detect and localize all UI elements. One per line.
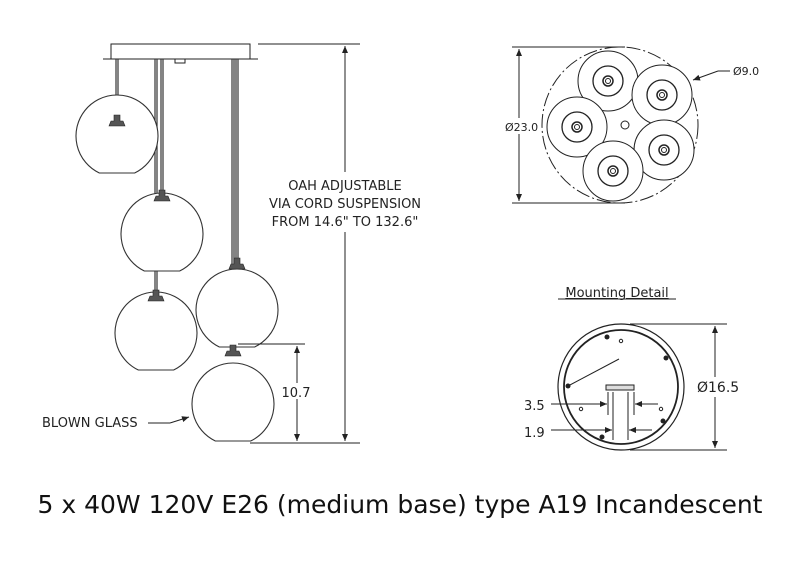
socket: [147, 289, 165, 302]
globe-height-dim: 10.7: [282, 386, 311, 401]
socket: [153, 189, 171, 202]
glass-label: BLOWN GLASS: [42, 416, 138, 431]
socket: [228, 257, 246, 270]
socket: [224, 344, 242, 357]
mount-diameter: Ø16.5: [697, 380, 739, 396]
globe-diameter: Ø9.0: [733, 65, 759, 78]
glass-globe: [75, 94, 159, 174]
glass-globe: [120, 189, 204, 272]
mounting-title: Mounting Detail: [565, 286, 668, 301]
mounting-detail: Mounting Detail 3.5 1.9 Ø16.5: [524, 286, 743, 451]
globe-top: [582, 140, 644, 202]
socket: [108, 114, 126, 127]
side-view: OAH ADJUSTABLE VIA CORD SUSPENSION FROM …: [42, 43, 421, 444]
glass-globe: [191, 344, 275, 442]
overall-diameter: Ø23.0: [505, 121, 538, 134]
canopy: [110, 43, 251, 60]
oah-line-1: OAH ADJUSTABLE: [288, 179, 402, 194]
globe-top: [546, 96, 608, 158]
dim-a: 3.5: [524, 399, 545, 414]
glass-globe: [195, 257, 279, 348]
glass-globe: [114, 289, 198, 371]
globe-top: [631, 64, 693, 126]
top-view: Ø23.0 Ø9.0: [503, 46, 759, 204]
oah-line-2: VIA CORD SUSPENSION: [269, 197, 421, 212]
dim-b: 1.9: [524, 426, 545, 441]
lamp-spec-caption: 5 x 40W 120V E26 (medium base) type A19 …: [37, 490, 763, 519]
oah-line-3: FROM 14.6" TO 132.6": [272, 215, 419, 230]
